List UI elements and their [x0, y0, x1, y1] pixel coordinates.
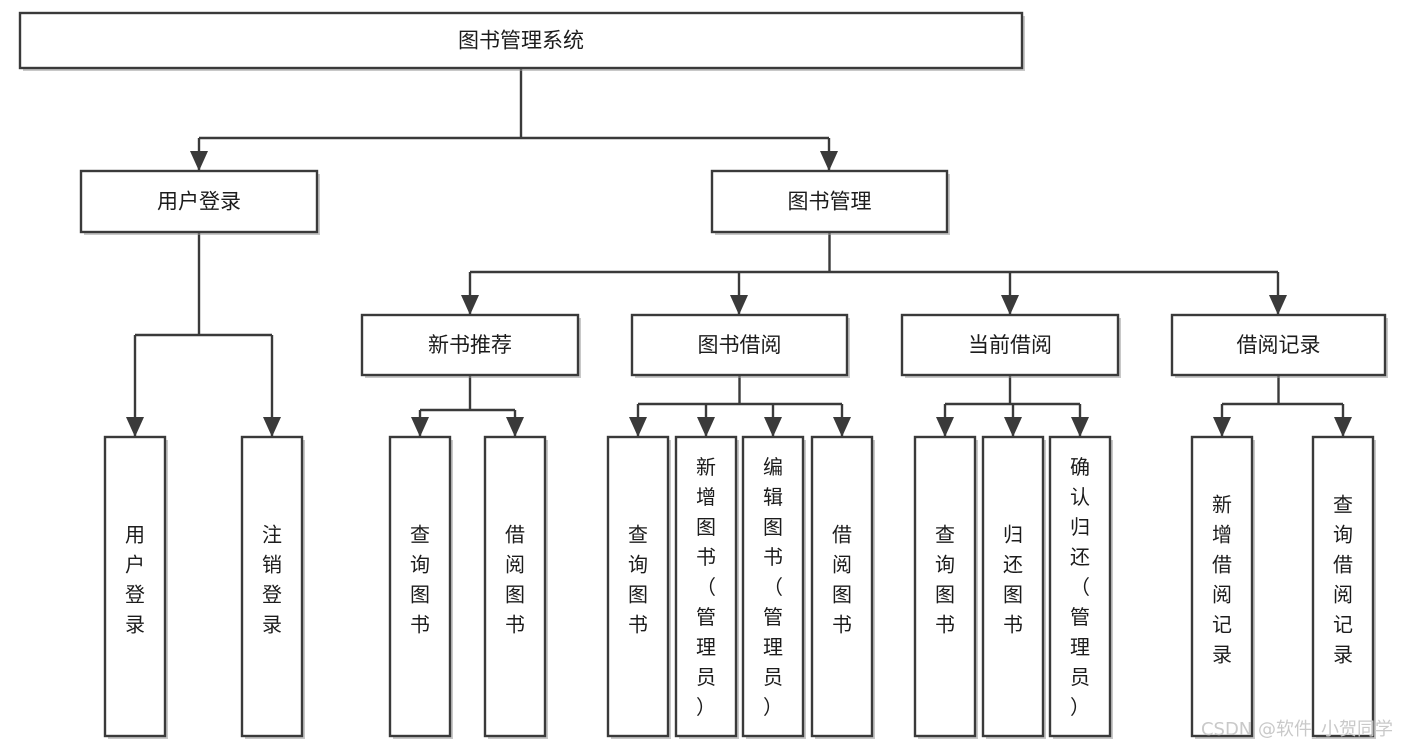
node-leaf-add-book-admin[interactable]: 新增图书（管理员） — [674, 435, 739, 739]
node-root[interactable]: 图书管理系统 — [18, 11, 1025, 71]
node-leaf-logout[interactable]: 注销登录 — [240, 435, 305, 739]
connector-c-bookmgmt-bus — [461, 232, 1287, 315]
node-label: 借阅图书 — [505, 523, 525, 637]
node-label: 图书借阅 — [698, 333, 782, 357]
node-label: 查询借阅记录 — [1333, 493, 1353, 667]
node-borrow-records[interactable]: 借阅记录 — [1170, 313, 1388, 378]
connector-c-currentborrow-bus — [936, 375, 1089, 437]
node-label: 查询图书 — [935, 523, 955, 637]
node-label: 图书管理系统 — [458, 29, 584, 53]
node-leaf-user-login[interactable]: 用户登录 — [103, 435, 168, 739]
node-leaf-confirm-return-admin[interactable]: 确认归还（管理员） — [1048, 435, 1113, 739]
node-leaf-borrow-book[interactable]: 借阅图书 — [810, 435, 875, 739]
node-leaf-query-book-borrow[interactable]: 查询图书 — [606, 435, 671, 739]
connector-c-root-bus — [190, 68, 838, 171]
node-label: 新书推荐 — [428, 333, 512, 357]
node-book-borrow[interactable]: 图书借阅 — [630, 313, 850, 378]
node-label: 新增图书（管理员） — [696, 455, 716, 719]
node-label: 当前借阅 — [968, 333, 1052, 357]
connector-c-newbook-bus — [411, 375, 524, 437]
node-current-borrow[interactable]: 当前借阅 — [900, 313, 1121, 378]
node-leaf-query-borrow-record[interactable]: 查询借阅记录 — [1311, 435, 1376, 739]
node-label: 查询图书 — [410, 523, 430, 637]
node-leaf-borrow-book-new[interactable]: 借阅图书 — [483, 435, 548, 739]
connector-c-borrowrecords-bus — [1213, 375, 1352, 437]
node-leaf-query-book-current[interactable]: 查询图书 — [913, 435, 978, 739]
node-book-management[interactable]: 图书管理 — [710, 169, 950, 235]
node-leaf-edit-book-admin[interactable]: 编辑图书（管理员） — [741, 435, 806, 739]
node-leaf-return-book[interactable]: 归还图书 — [981, 435, 1046, 739]
node-label: 用户登录 — [125, 523, 145, 637]
node-label: 用户登录 — [157, 190, 241, 214]
node-label: 新增借阅记录 — [1212, 493, 1232, 667]
node-new-book-recommend[interactable]: 新书推荐 — [360, 313, 581, 378]
node-label: 借阅图书 — [832, 523, 852, 637]
node-label: 图书管理 — [788, 190, 872, 214]
node-label: 查询图书 — [628, 523, 648, 637]
connector-c-userlogin-bus — [126, 232, 281, 437]
node-label: 借阅记录 — [1237, 333, 1321, 357]
node-user-login[interactable]: 用户登录 — [79, 169, 320, 235]
node-label: 归还图书 — [1003, 523, 1023, 637]
connector-c-bookborrow-bus — [629, 375, 851, 437]
connector-lines-layer — [126, 68, 1352, 437]
node-leaf-add-borrow-record[interactable]: 新增借阅记录 — [1190, 435, 1255, 739]
node-label: 注销登录 — [262, 523, 282, 637]
node-label: 编辑图书（管理员） — [763, 455, 783, 719]
csdn-watermark: CSDN @软件_小贺同学 — [1200, 719, 1393, 740]
node-boxes-layer: 图书管理系统用户登录图书管理新书推荐图书借阅当前借阅借阅记录用户登录注销登录查询… — [18, 11, 1388, 739]
node-label: 确认归还（管理员） — [1070, 455, 1090, 719]
node-leaf-query-book-new[interactable]: 查询图书 — [388, 435, 453, 739]
